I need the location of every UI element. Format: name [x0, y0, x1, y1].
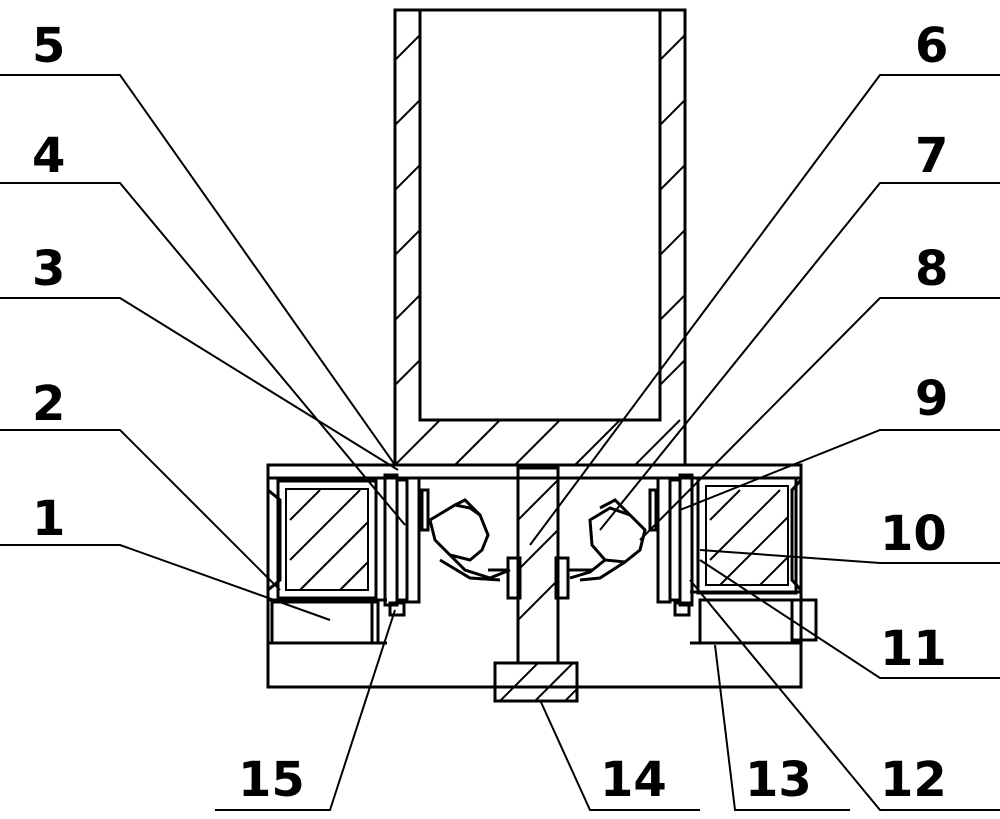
label-1: 1: [32, 491, 65, 547]
tube-hatch: [395, 34, 685, 465]
left-pawl: [428, 498, 511, 582]
center-column: [488, 466, 592, 665]
left-housing: [267, 479, 378, 600]
label-14: 14: [600, 752, 667, 808]
label-15: 15: [238, 752, 305, 808]
right-plates: [648, 473, 694, 617]
label-5: 5: [32, 18, 65, 74]
label-10: 10: [880, 506, 947, 562]
right-block: [698, 598, 794, 645]
right-housing: [696, 476, 818, 642]
left-plates: [383, 473, 430, 617]
leader-lines: [0, 74, 1000, 811]
label-4: 4: [32, 128, 65, 184]
label-8: 8: [915, 241, 948, 297]
label-9: 9: [915, 371, 948, 427]
callout-labels: 5 4 3 2 1 6 7 8 9 10 11 12 13 14 15: [32, 18, 948, 808]
label-7: 7: [915, 128, 948, 184]
label-13: 13: [745, 752, 812, 808]
right-pawl: [569, 498, 647, 582]
label-11: 11: [880, 621, 947, 677]
label-12: 12: [880, 752, 947, 808]
base-frame: [266, 463, 803, 689]
label-6: 6: [915, 18, 948, 74]
foot-block: [493, 661, 579, 703]
label-2: 2: [32, 376, 65, 432]
label-3: 3: [32, 241, 65, 297]
left-block: [270, 600, 380, 645]
